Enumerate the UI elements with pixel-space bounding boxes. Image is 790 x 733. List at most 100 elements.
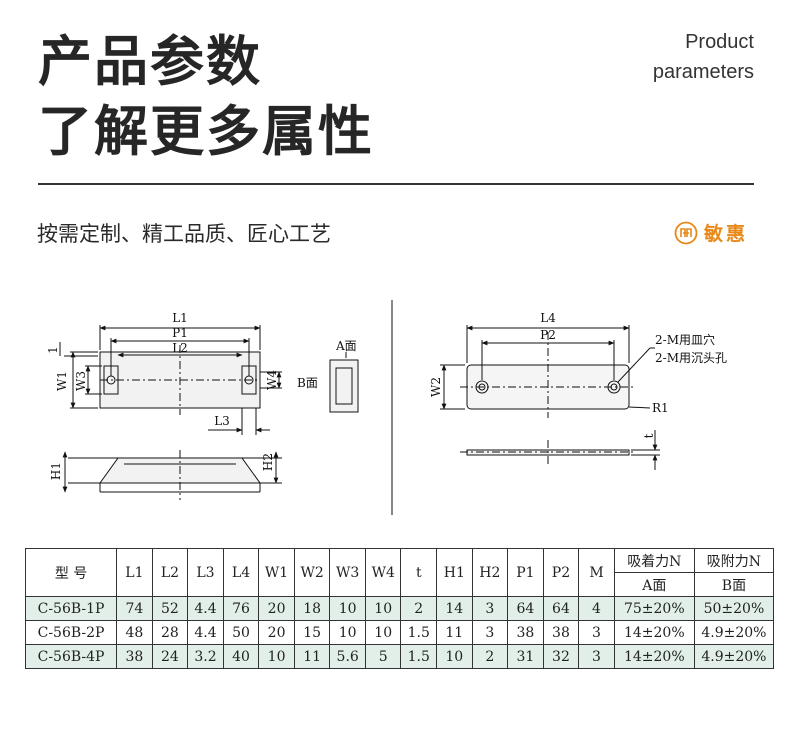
col-header-adhesion-force: 吸附力N	[693, 548, 775, 573]
cell: 64	[542, 596, 580, 621]
table-row: C-56B-1P 74 52 4.4 76 20 18 10 10 2 14 3…	[24, 596, 775, 621]
cell: 15	[293, 620, 331, 645]
cell: 3	[471, 620, 509, 645]
cell-model: C-56B-4P	[24, 644, 118, 669]
brand: 敏惠	[674, 219, 748, 246]
dim-h2-label: H2	[261, 453, 275, 471]
col-header-l2: L2	[151, 548, 189, 597]
cell-adhesion: 4.9±20%	[693, 644, 775, 669]
a-face-label: A面	[335, 339, 357, 353]
cell-attract: 75±20%	[613, 596, 695, 621]
table-row: C-56B-2P 48 28 4.4 50 20 15 10 10 1.5 11…	[24, 620, 775, 645]
dim-l3-label: L3	[214, 414, 230, 428]
cell: 2	[400, 596, 438, 621]
dim-w4-label: W4	[265, 370, 279, 390]
note-countersink-dish: 2-M用皿穴	[655, 332, 715, 347]
col-header-l3: L3	[187, 548, 224, 597]
cell: 31	[507, 644, 544, 669]
cell: 10	[436, 644, 473, 669]
cell: 14	[436, 596, 473, 621]
col-header-b-face: B面	[693, 572, 775, 597]
cell: 10	[258, 644, 295, 669]
cell: 24	[151, 644, 189, 669]
cell: 10	[364, 596, 402, 621]
col-header-h2: H2	[471, 548, 509, 597]
cell: 32	[542, 644, 580, 669]
cell: 74	[116, 596, 153, 621]
tagline: 按需定制、精工品质、匠心工艺	[37, 222, 331, 246]
brand-logo-icon	[674, 221, 698, 244]
cell-adhesion: 4.9±20%	[693, 620, 775, 645]
col-header-h1: H1	[436, 548, 473, 597]
col-header-t: t	[400, 548, 438, 597]
cell: 64	[507, 596, 544, 621]
cell: 40	[222, 644, 260, 669]
cell: 5	[364, 644, 402, 669]
dim-l4-label: L4	[540, 311, 556, 325]
cell: 18	[293, 596, 331, 621]
cell: 28	[151, 620, 189, 645]
cell: 38	[507, 620, 544, 645]
cell: 48	[116, 620, 153, 645]
cell: 5.6	[329, 644, 366, 669]
cell: 20	[258, 620, 295, 645]
page-title-line1: 产品参数	[38, 30, 262, 93]
col-header-m: M	[578, 548, 615, 597]
cell-attract: 14±20%	[613, 620, 695, 645]
cell: 20	[258, 596, 295, 621]
dim-p2-label: P2	[540, 328, 556, 342]
header-divider	[38, 183, 754, 185]
subtitle-en-line2: parameters	[652, 61, 754, 83]
dim-w1-label: W1	[55, 371, 69, 391]
col-header-w2: W2	[293, 548, 331, 597]
cell: 3	[578, 644, 615, 669]
table-header-row: 型 号 L1 L2 L3 L4 W1 W2 W3 W4 t H1 H2 P1 P…	[24, 548, 775, 597]
col-header-l4: L4	[222, 548, 260, 597]
note-countersink-hole: 2-M用沉头孔	[655, 351, 727, 365]
table-row: C-56B-4P 38 24 3.2 40 10 11 5.6 5 1.5 10…	[24, 644, 775, 669]
col-header-w4: W4	[364, 548, 402, 597]
dim-p1-label: P1	[172, 326, 188, 340]
col-header-p2: P2	[542, 548, 580, 597]
cell-attract: 14±20%	[613, 644, 695, 669]
dim-l2-label: L2	[172, 341, 188, 355]
dim-l1-label: L1	[172, 311, 188, 325]
col-header-attract-force: 吸着力N	[613, 548, 695, 573]
cell: 38	[542, 620, 580, 645]
cell: 4.4	[187, 596, 224, 621]
cell: 1.5	[400, 620, 438, 645]
dim-r1-label: R1	[652, 401, 669, 415]
col-header-model: 型 号	[24, 548, 118, 597]
page-title-line2: 了解更多属性	[38, 100, 374, 163]
dim-h1-label: H1	[49, 462, 63, 480]
dim-1-label: 1	[46, 346, 60, 354]
cell: 52	[151, 596, 189, 621]
cell: 10	[329, 596, 366, 621]
cell: 38	[116, 644, 153, 669]
cell: 3.2	[187, 644, 224, 669]
subtitle-en-line1: Product	[685, 31, 754, 53]
cell: 76	[222, 596, 260, 621]
cell: 10	[329, 620, 366, 645]
cell: 11	[293, 644, 331, 669]
brand-name: 敏惠	[704, 223, 749, 245]
dim-w2-label: W2	[429, 377, 443, 397]
cell: 2	[471, 644, 509, 669]
cell-model: C-56B-1P	[24, 596, 118, 621]
technical-drawing: L1 P1 L2 L3 W1 W3 W4 1 B面 A面 H1 H2 L4 P2…	[46, 300, 727, 515]
col-header-a-face: A面	[613, 572, 695, 597]
b-face-label: B面	[297, 376, 318, 390]
col-header-l1: L1	[116, 548, 153, 597]
cell: 4	[578, 596, 615, 621]
col-header-w1: W1	[258, 548, 295, 597]
cell-model: C-56B-2P	[24, 620, 118, 645]
cell: 1.5	[400, 644, 438, 669]
col-header-w3: W3	[329, 548, 366, 597]
cell: 3	[578, 620, 615, 645]
dim-t-label: t	[642, 433, 656, 438]
spec-table: 型 号 L1 L2 L3 L4 W1 W2 W3 W4 t H1 H2 P1 P…	[24, 548, 775, 669]
cell: 3	[471, 596, 509, 621]
cell: 10	[364, 620, 402, 645]
table-subheader-row: A面 B面	[26, 572, 775, 597]
col-header-p1: P1	[507, 548, 544, 597]
